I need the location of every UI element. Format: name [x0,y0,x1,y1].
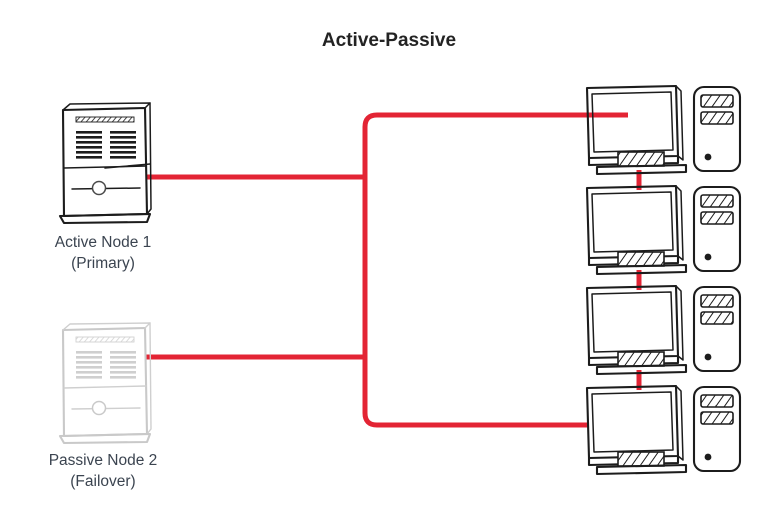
monitor-stand-icon [617,351,665,367]
client-2[interactable] [585,184,742,276]
desktop-computer-icon [585,184,742,276]
power-button-icon [704,253,712,261]
drive-bars-left [76,131,102,159]
power-button-icon [704,453,712,461]
node-label-line2: (Failover) [70,473,135,490]
node-label-line1: Passive Node 2 [49,452,158,469]
desktop-computer-icon [585,84,742,176]
pc-tower-icon [692,385,742,473]
server-tower-icon [58,102,152,225]
drive-bars-left-faded [76,351,102,379]
power-button-icon [704,153,712,161]
node-label-line2: (Primary) [71,255,135,272]
bus-backbone-link [362,112,628,428]
client-3[interactable] [585,284,742,376]
monitor-stand-icon [617,251,665,267]
desktop-computer-icon [585,284,742,376]
drive-bars-right-faded [110,351,136,379]
page-title: Active-Passive [322,30,456,51]
node-label-line1: Active Node 1 [55,234,152,251]
client-4[interactable] [585,384,742,476]
client-1[interactable] [585,84,742,176]
node-active-node-1[interactable]: Active Node 1 (Primary) [55,102,152,272]
network-links [146,112,642,428]
monitor-stand-icon [617,451,665,467]
server-tower-icon-faded [58,322,152,445]
pc-tower-icon [692,185,742,273]
pc-tower-icon [692,85,742,173]
monitor-stand-icon [617,151,665,167]
power-button-icon [91,180,107,196]
desktop-computer-icon [585,384,742,476]
drive-bars-right [110,131,136,159]
pc-tower-icon [692,285,742,373]
node-passive-node-2[interactable]: Passive Node 2 (Failover) [49,322,158,490]
power-button-icon-faded [91,400,107,416]
power-button-icon [704,353,712,361]
